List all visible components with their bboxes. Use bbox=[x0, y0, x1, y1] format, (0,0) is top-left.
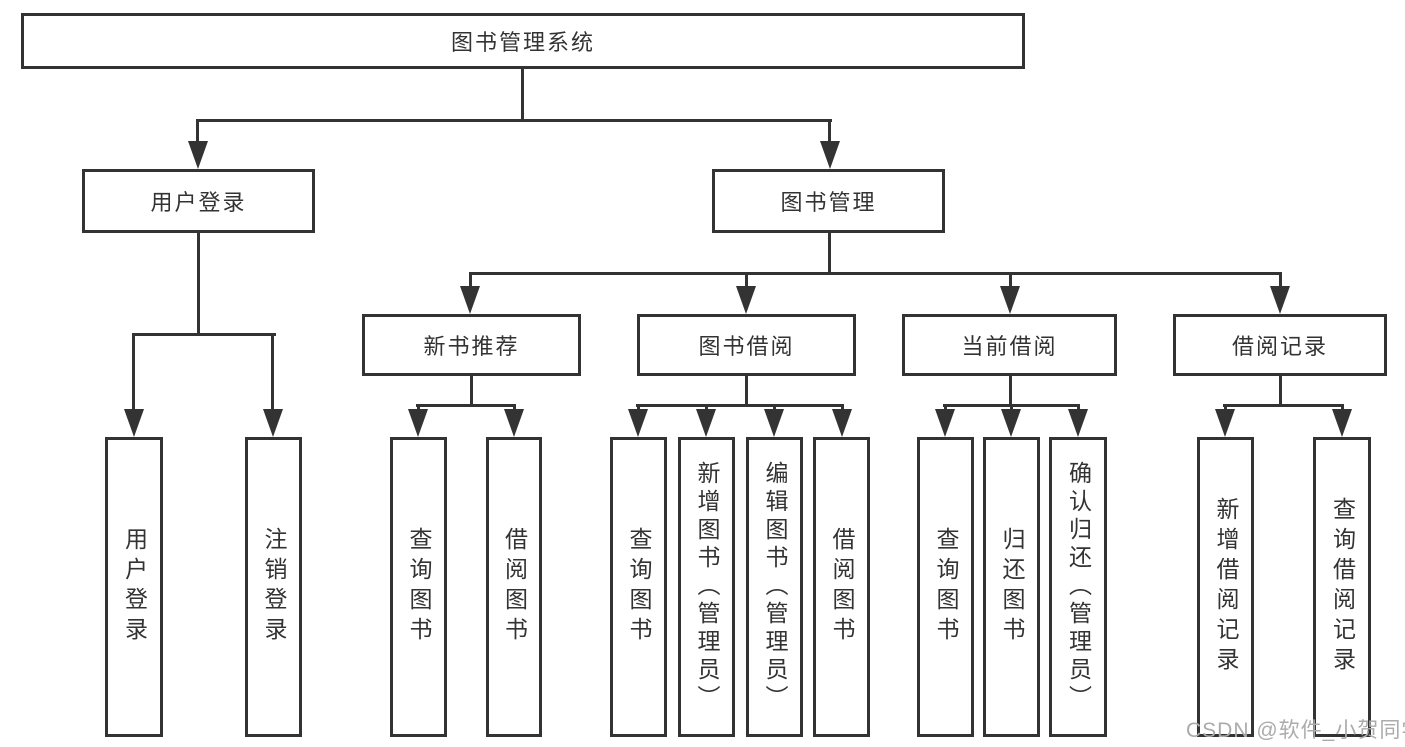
leaf-edit-book-admin-label: 编辑图书（管理员） bbox=[762, 461, 788, 713]
connector-level1-bar bbox=[196, 119, 832, 122]
node-book-management: 图书管理 bbox=[712, 169, 945, 233]
connector-drop-user-login bbox=[196, 119, 199, 149]
leaf-query-borrow-record: 查询借阅记录 bbox=[1313, 437, 1371, 737]
leaf-query-book-1-label: 查询图书 bbox=[406, 527, 432, 647]
connector-book-borrow-stub bbox=[745, 375, 748, 406]
leaf-borrow-book-2: 借阅图书 bbox=[813, 437, 870, 737]
leaf-add-book-admin: 新增图书（管理员） bbox=[678, 437, 735, 737]
node-book-borrow: 图书借阅 bbox=[637, 314, 856, 376]
leaf-borrow-book-2-label: 借阅图书 bbox=[829, 527, 855, 647]
arrowhead-book-mgmt bbox=[820, 141, 840, 169]
arrowhead-user-login bbox=[188, 141, 208, 169]
connector-borrow-record-stub bbox=[1279, 375, 1282, 406]
arrowhead-query-book-2 bbox=[628, 409, 648, 437]
connector-book-borrow-bar bbox=[636, 404, 844, 407]
arrowhead-edit-book bbox=[764, 409, 784, 437]
leaf-query-book-2-label: 查询图书 bbox=[626, 527, 652, 647]
leaf-user-login-label: 用户登录 bbox=[121, 527, 148, 647]
csdn-watermark: CSDN @软件_小贺同学 bbox=[1186, 719, 1405, 742]
arrowhead-current-borrow bbox=[1000, 286, 1020, 314]
arrowhead-query-book-3 bbox=[935, 409, 955, 437]
leaf-return-book: 归还图书 bbox=[983, 437, 1040, 737]
connector-borrow-record-bar bbox=[1223, 404, 1344, 407]
leaf-query-borrow-record-label: 查询借阅记录 bbox=[1329, 497, 1356, 677]
node-book-management-label: 图书管理 bbox=[780, 190, 877, 215]
leaf-add-borrow-record: 新增借阅记录 bbox=[1197, 437, 1254, 737]
leaf-return-book-label: 归还图书 bbox=[999, 527, 1025, 647]
node-borrow-record: 借阅记录 bbox=[1173, 314, 1387, 376]
leaf-add-borrow-record-label: 新增借阅记录 bbox=[1213, 497, 1239, 677]
arrowhead-book-borrow bbox=[736, 286, 756, 314]
connector-drop-book-borrow bbox=[745, 272, 748, 290]
node-current-borrow: 当前借阅 bbox=[902, 314, 1117, 376]
connector-book-mgmt-stub bbox=[828, 232, 831, 275]
connector-drop-current-borrow bbox=[1009, 272, 1012, 290]
arrowhead-leaf-user-login bbox=[124, 409, 144, 437]
connector-drop-book-mgmt bbox=[828, 119, 831, 149]
connector-drop-leaf-user-login bbox=[132, 333, 135, 413]
arrowhead-leaf-logout bbox=[263, 409, 283, 437]
leaf-user-login: 用户登录 bbox=[105, 437, 163, 737]
connector-user-login-bar bbox=[132, 333, 276, 336]
node-borrow-record-label: 借阅记录 bbox=[1231, 334, 1328, 359]
connector-new-book-stub bbox=[470, 375, 473, 406]
leaf-edit-book-admin: 编辑图书（管理员） bbox=[746, 437, 803, 737]
node-current-borrow-label: 当前借阅 bbox=[961, 334, 1058, 359]
connector-root-stub bbox=[521, 68, 524, 122]
leaf-logout-label: 注销登录 bbox=[261, 527, 287, 647]
arrowhead-add-borrow-record bbox=[1215, 409, 1235, 437]
leaf-borrow-book-1-label: 借阅图书 bbox=[501, 527, 528, 647]
connector-drop-new-book bbox=[469, 272, 472, 290]
node-root-label: 图书管理系统 bbox=[450, 30, 595, 55]
leaf-query-book-3-label: 查询图书 bbox=[933, 527, 959, 647]
arrowhead-query-borrow-record bbox=[1332, 409, 1352, 437]
arrowhead-borrow-record bbox=[1270, 286, 1290, 314]
leaf-borrow-book-1: 借阅图书 bbox=[486, 437, 542, 737]
node-user-login-label: 用户登录 bbox=[150, 190, 247, 215]
leaf-confirm-return-admin: 确认归还（管理员） bbox=[1049, 437, 1107, 737]
connector-drop-leaf-logout bbox=[271, 333, 274, 413]
leaf-query-book-2: 查询图书 bbox=[610, 437, 667, 737]
connector-level3-bar bbox=[469, 272, 1281, 275]
leaf-logout: 注销登录 bbox=[245, 437, 302, 737]
connector-current-borrow-stub bbox=[1009, 375, 1012, 406]
arrowhead-new-book bbox=[460, 286, 480, 314]
leaf-query-book-3: 查询图书 bbox=[917, 437, 974, 737]
arrowhead-add-book bbox=[696, 409, 716, 437]
arrowhead-query-book-1 bbox=[408, 409, 428, 437]
node-book-borrow-label: 图书借阅 bbox=[698, 334, 795, 359]
arrowhead-confirm-return bbox=[1068, 409, 1088, 437]
leaf-add-book-admin-label: 新增图书（管理员） bbox=[694, 461, 720, 713]
connector-new-book-bar bbox=[416, 404, 516, 407]
connector-drop-borrow-record bbox=[1279, 272, 1282, 290]
node-root: 图书管理系统 bbox=[21, 13, 1025, 69]
leaf-query-book-1: 查询图书 bbox=[390, 437, 447, 737]
node-user-login: 用户登录 bbox=[82, 169, 315, 233]
leaf-confirm-return-admin-label: 确认归还（管理员） bbox=[1065, 461, 1092, 713]
arrowhead-borrow-book-1 bbox=[504, 409, 524, 437]
arrowhead-return-book bbox=[1001, 409, 1021, 437]
node-new-book-recommend-label: 新书推荐 bbox=[423, 334, 520, 359]
connector-user-login-stub bbox=[197, 232, 200, 336]
arrowhead-borrow-book-2 bbox=[832, 409, 852, 437]
node-new-book-recommend: 新书推荐 bbox=[362, 314, 581, 376]
